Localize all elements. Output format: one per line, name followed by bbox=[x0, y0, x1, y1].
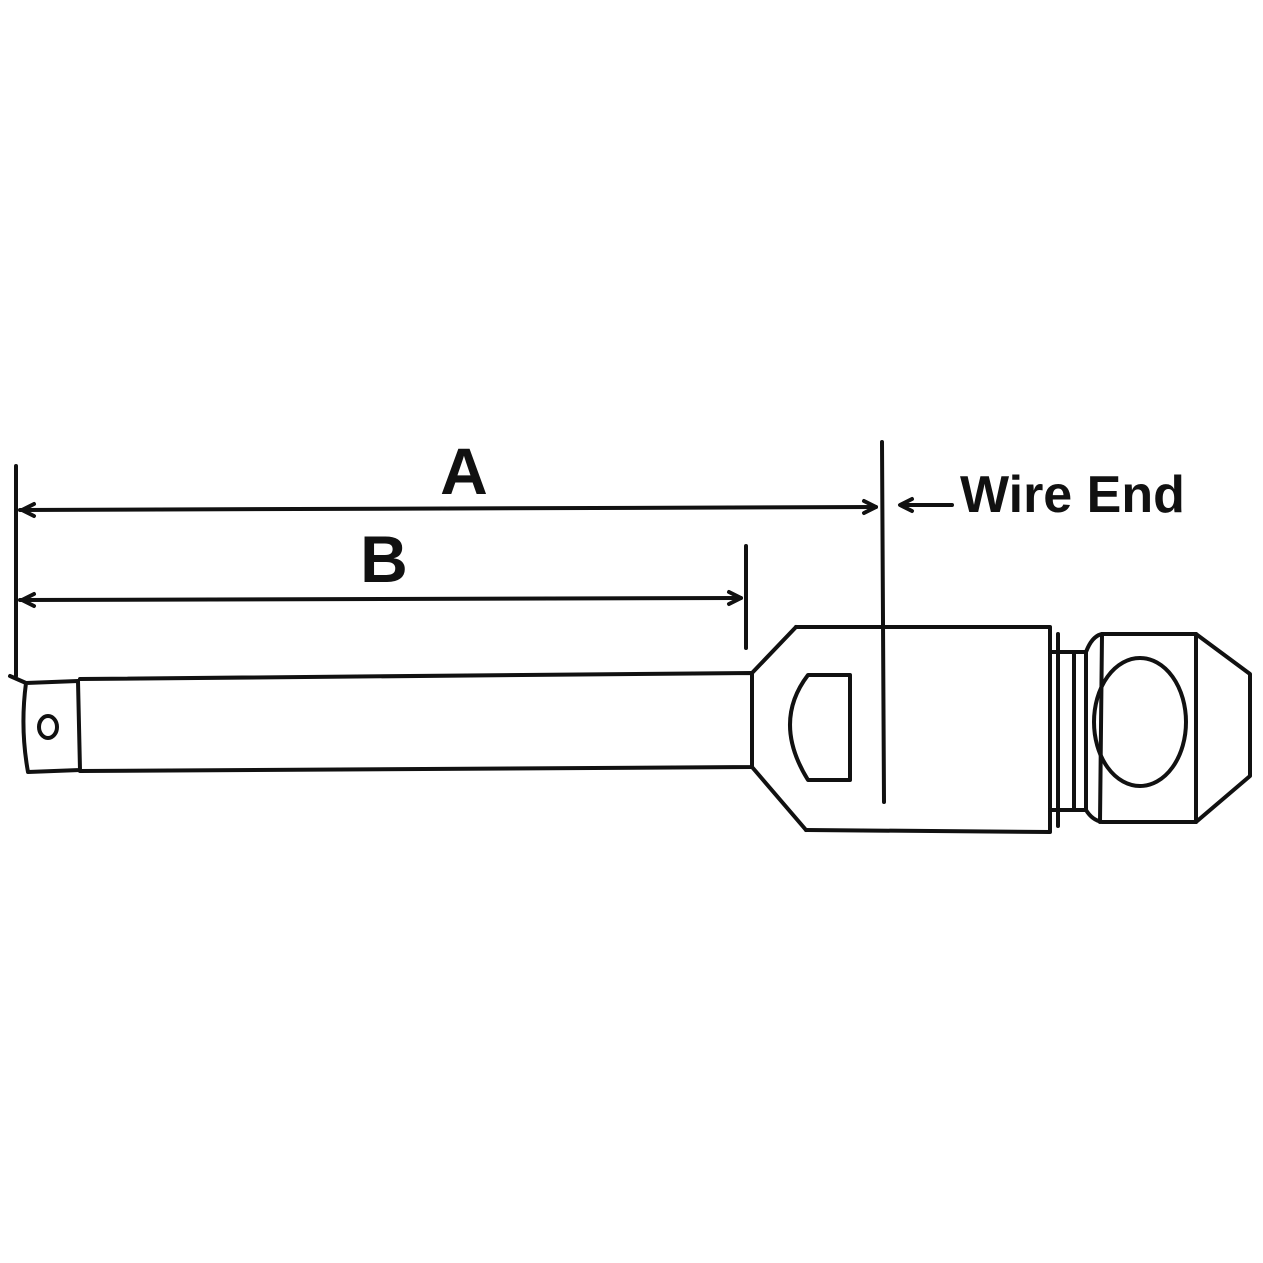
body-taper bbox=[750, 625, 808, 832]
pin-body bbox=[788, 625, 1052, 834]
wire-end-line bbox=[880, 440, 886, 804]
dimension-b-label: B bbox=[360, 522, 408, 596]
cross-hole bbox=[37, 714, 59, 740]
neck-rings bbox=[1048, 632, 1088, 828]
dimension-b bbox=[18, 544, 748, 650]
nut-ball bbox=[1092, 656, 1188, 788]
wire-end-nut bbox=[1084, 632, 1252, 824]
wire-end-arrow bbox=[898, 497, 954, 513]
wire-end-label: Wire End bbox=[960, 466, 1185, 524]
pin-tip bbox=[8, 674, 82, 774]
dimension-a bbox=[18, 499, 878, 518]
body-window bbox=[788, 673, 852, 782]
dimension-a-label: A bbox=[440, 434, 488, 508]
pin-shaft bbox=[78, 671, 754, 773]
